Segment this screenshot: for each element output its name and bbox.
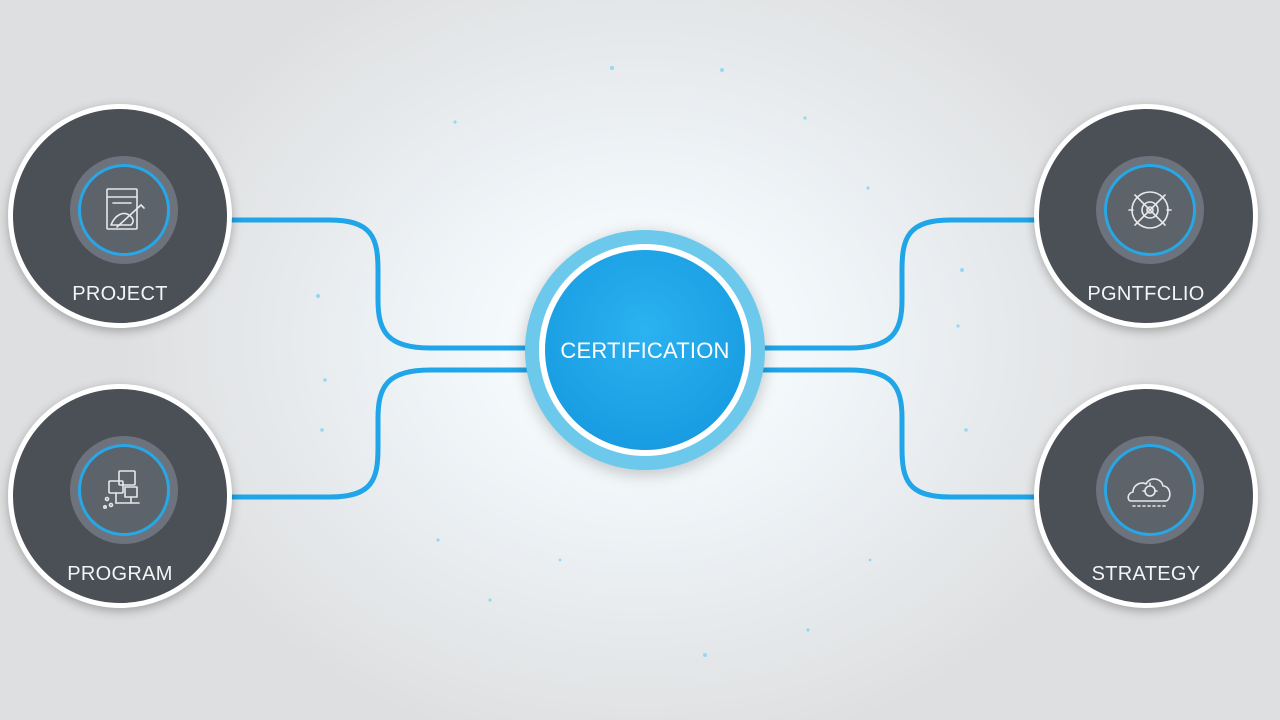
connector-strategy: [757, 367, 1103, 500]
hub-core: CERTIFICATION: [545, 250, 745, 450]
node-label: STRATEGY: [1091, 563, 1201, 585]
hub-label: CERTIFICATION: [560, 338, 730, 363]
node-strategy: STRATEGY: [1034, 384, 1258, 608]
connector-project: [177, 217, 533, 351]
icon-ring: [70, 436, 178, 544]
icon-badge: [78, 444, 170, 536]
workflow-chart-icon: [103, 470, 140, 509]
icon-badge: [1104, 164, 1196, 256]
node-project: PROJECT: [8, 104, 232, 328]
node-label: PROJECT: [72, 283, 168, 305]
icon-badge: [1104, 444, 1196, 536]
icon-badge: [78, 164, 170, 256]
document-pencil-icon: [106, 188, 145, 230]
node-label: PGNTFCLIO: [1087, 283, 1205, 305]
node-label: PROGRAM: [67, 563, 173, 585]
node-program: PROGRAM: [8, 384, 232, 608]
connector-portfolio: [757, 217, 1103, 351]
target-gear-icon: [1128, 191, 1172, 229]
icon-ring: [70, 156, 178, 264]
hub-white-ring: CERTIFICATION: [539, 244, 751, 456]
connector-program: [177, 367, 533, 500]
background-particles: [316, 66, 968, 657]
icon-ring: [1096, 436, 1204, 544]
cloud-gear-icon: [1127, 478, 1171, 507]
certification-hub: CERTIFICATION: [525, 230, 765, 470]
icon-ring: [1096, 156, 1204, 264]
node-portfolio: PGNTFCLIO: [1034, 104, 1258, 328]
